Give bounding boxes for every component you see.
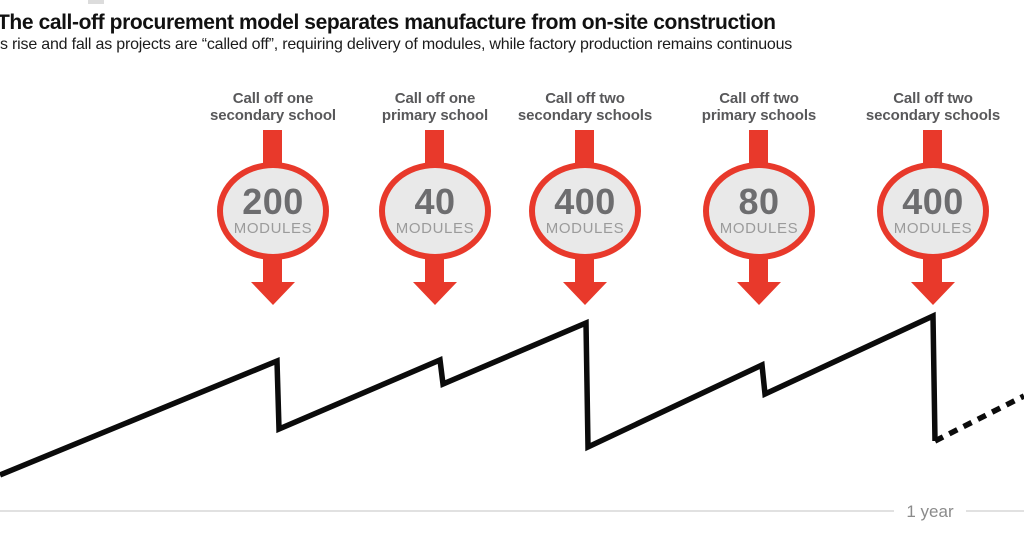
module-unit-label: MODULES	[893, 220, 973, 237]
arrow-down-head-icon	[413, 282, 457, 305]
callout-label-line2: primary schools	[701, 107, 817, 124]
module-unit-label: MODULES	[545, 220, 625, 237]
callout-label-line1: Call off two	[719, 90, 799, 107]
x-axis-line-left	[0, 510, 894, 512]
module-count-circle: 40 MODULES	[379, 162, 491, 260]
callout-label-line2: secondary school	[210, 107, 336, 124]
projection-dashed-line	[933, 393, 1024, 444]
arrow-down-head-icon	[251, 282, 295, 305]
callout-label-line2: secondary schools	[865, 107, 1001, 124]
x-axis-line-right	[966, 510, 1024, 512]
arrow-down-head-icon	[737, 282, 781, 305]
callout-label: Call off one primary school	[350, 90, 520, 124]
production-line	[0, 311, 938, 478]
callout-label-line2: primary school	[381, 107, 489, 124]
arrow-down-stem-icon	[575, 130, 594, 166]
module-count-circle: 400 MODULES	[877, 162, 989, 260]
callout-secondary-schools-3: Call off two secondary schools 400 MODUL…	[848, 90, 1018, 306]
module-count: 40	[414, 181, 456, 222]
module-count: 80	[738, 181, 780, 222]
arrow-down-stem-icon	[749, 256, 768, 283]
callout-label: Call off two secondary schools	[500, 90, 670, 124]
module-unit-label: MODULES	[719, 220, 799, 237]
module-unit-label: MODULES	[233, 220, 313, 237]
arrow-down-stem-icon	[575, 256, 594, 283]
module-count-circle: 200 MODULES	[217, 162, 329, 260]
module-count: 400	[554, 181, 616, 222]
page-title: The call-off procurement model separates…	[0, 11, 776, 34]
callout-label-line1: Call off two	[893, 90, 973, 107]
callout-primary-school-1: Call off one primary school 40 MODULES	[350, 90, 520, 306]
arrow-down-stem-icon	[749, 130, 768, 166]
callout-primary-schools-2: Call off two primary schools 80 MODULES	[674, 90, 844, 306]
arrow-down-stem-icon	[425, 256, 444, 283]
module-unit-label: MODULES	[395, 220, 475, 237]
callout-label: Call off two primary schools	[674, 90, 844, 124]
crop-artifact	[88, 0, 104, 4]
arrow-down-stem-icon	[923, 130, 942, 166]
callout-label-line1: Call off one	[394, 90, 476, 107]
callout-label-line1: Call off two	[545, 90, 625, 107]
arrow-down-stem-icon	[263, 130, 282, 166]
x-axis-label: 1 year	[906, 502, 954, 521]
module-count-circle: 80 MODULES	[703, 162, 815, 260]
page-subtitle: s rise and fall as projects are “called …	[0, 36, 793, 53]
arrow-down-stem-icon	[425, 130, 444, 166]
callout-secondary-school-1: Call off one secondary school 200 MODULE…	[188, 90, 358, 306]
callout-label: Call off one secondary school	[188, 90, 358, 124]
arrow-down-head-icon	[563, 282, 607, 305]
callout-label: Call off two secondary schools	[848, 90, 1018, 124]
arrow-down-head-icon	[911, 282, 955, 305]
callout-label-line1: Call off one	[232, 90, 314, 107]
arrow-down-stem-icon	[923, 256, 942, 283]
module-count-circle: 400 MODULES	[529, 162, 641, 260]
module-count: 400	[902, 181, 964, 222]
arrow-down-stem-icon	[263, 256, 282, 283]
callout-secondary-schools-2: Call off two secondary schools 400 MODUL…	[500, 90, 670, 306]
module-count: 200	[242, 181, 304, 222]
callout-label-line2: secondary schools	[517, 107, 653, 124]
